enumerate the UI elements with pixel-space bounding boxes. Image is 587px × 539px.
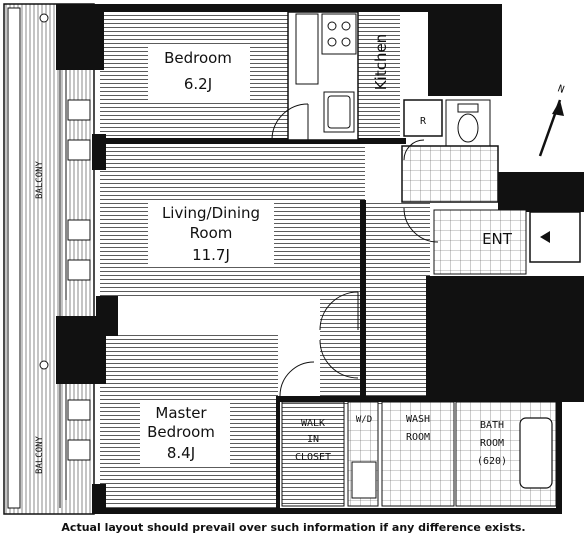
bedroom-name: Bedroom bbox=[164, 49, 232, 67]
kitchen-name: Kitchen bbox=[372, 34, 390, 90]
balcony-lower-label: BALCONY bbox=[35, 435, 45, 474]
living-name-line1: Living/Dining bbox=[162, 204, 260, 222]
bathtub bbox=[519, 417, 553, 489]
entrance-label: ENT bbox=[482, 230, 513, 248]
living-name-line2: Room bbox=[190, 224, 233, 242]
walk-in-closet-line2: IN bbox=[307, 434, 319, 445]
north-arrow-icon bbox=[538, 99, 564, 157]
wash-room-line1: WASH bbox=[406, 414, 430, 425]
washer-dryer-label: W/D bbox=[356, 415, 372, 425]
walls bbox=[56, 4, 584, 514]
bath-room-line3: (620) bbox=[477, 456, 507, 467]
entry-floor bbox=[433, 209, 527, 275]
entry-closet bbox=[401, 145, 499, 203]
wash-basin bbox=[351, 461, 377, 499]
master-name-line2: Bedroom bbox=[147, 423, 215, 441]
entrance-door[interactable] bbox=[529, 211, 581, 263]
master-name-line1: Master bbox=[155, 404, 207, 422]
walk-in-closet-line3: CLOSET bbox=[295, 452, 331, 463]
toilet-fixture bbox=[445, 99, 491, 151]
bedroom-size: 6.2J bbox=[184, 75, 212, 93]
living-size: 11.7J bbox=[192, 246, 230, 264]
compass-label: N bbox=[556, 83, 565, 95]
living-floor-ext bbox=[320, 200, 430, 405]
balcony-strip bbox=[3, 3, 95, 515]
walk-in-closet-area bbox=[281, 401, 345, 507]
balcony-upper-label: BALCONY bbox=[35, 160, 45, 199]
entrance-arrow-icon bbox=[540, 231, 550, 243]
refrigerator-box bbox=[403, 99, 443, 137]
wash-room-area bbox=[381, 401, 455, 507]
master-size: 8.4J bbox=[167, 444, 195, 462]
refrigerator-label: R bbox=[420, 116, 427, 127]
walk-in-closet-line1: WALK bbox=[301, 418, 325, 429]
kitchen-counter bbox=[287, 11, 359, 141]
bath-room-line2: ROOM bbox=[480, 438, 504, 449]
wash-room-line2: ROOM bbox=[406, 432, 430, 443]
bath-room-line1: BATH bbox=[480, 420, 504, 431]
disclaimer-caption: Actual layout should prevail over such i… bbox=[0, 517, 587, 539]
